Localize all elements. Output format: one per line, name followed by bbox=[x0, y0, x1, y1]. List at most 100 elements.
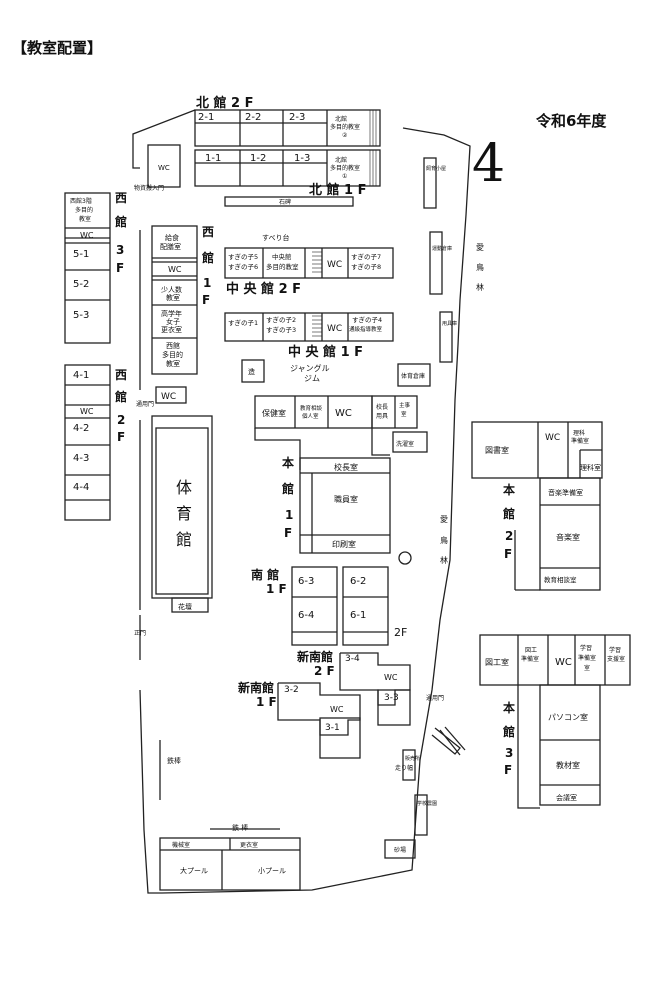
map-label: 教室 bbox=[166, 293, 180, 302]
west-building-3f bbox=[64, 192, 111, 344]
west-building-1f bbox=[151, 225, 198, 404]
central-building-2f bbox=[224, 247, 394, 279]
room-6-2: 6-2 bbox=[350, 576, 366, 587]
map-label: 理科 bbox=[573, 429, 585, 437]
room-6-4: 6-4 bbox=[298, 610, 314, 621]
room-5-3: 5-3 bbox=[73, 310, 89, 321]
map-label: 飼育小屋 bbox=[426, 165, 446, 172]
room-6-3: 6-3 bbox=[298, 576, 314, 587]
map-label: 体育倉庫 bbox=[401, 372, 425, 380]
room-2-1: 2-1 bbox=[198, 112, 214, 123]
map-label: 大プール bbox=[180, 866, 208, 875]
map-label: F bbox=[504, 547, 512, 561]
room-1-1: 1-1 bbox=[205, 153, 221, 164]
map-label: すぎの子7 bbox=[351, 252, 381, 261]
map-label: 1 F bbox=[266, 582, 287, 596]
north-building-1f bbox=[147, 144, 381, 207]
map-label: 理科室 bbox=[580, 463, 601, 472]
map-label: 砂場 bbox=[394, 846, 406, 854]
map-label: 室 bbox=[584, 664, 590, 672]
map-label: 多目的 bbox=[162, 350, 183, 359]
map-label: 1 F bbox=[256, 695, 277, 709]
map-label: 西館3階 bbox=[70, 197, 92, 205]
map-label: 高学年 bbox=[161, 309, 182, 318]
room-1-2: 1-2 bbox=[250, 153, 266, 164]
map-label: すぎの子5 bbox=[228, 252, 258, 261]
map-label: 3 bbox=[505, 746, 513, 760]
map-label: 愛 bbox=[440, 514, 448, 524]
map-label: 西 bbox=[115, 191, 127, 205]
north-multipurpose-2: 北館 bbox=[335, 115, 347, 123]
map-label: 2F bbox=[394, 626, 407, 639]
map-label: 鳥 bbox=[440, 535, 448, 545]
room-1-3: 1-3 bbox=[294, 153, 310, 164]
map-label: 洗濯室 bbox=[396, 440, 414, 448]
map-label: 機械室 bbox=[172, 841, 190, 849]
room-5-2: 5-2 bbox=[73, 279, 89, 290]
map-label: 林 bbox=[440, 555, 448, 565]
map-label: すぎの子4 bbox=[352, 315, 382, 324]
central-building-2f-label: 中 央 館 2 F bbox=[226, 281, 301, 297]
map-label: 林 bbox=[476, 282, 484, 292]
map-label: 西館 bbox=[166, 341, 180, 350]
map-label: 多目的教室 bbox=[266, 262, 299, 271]
map-label: 本 bbox=[503, 482, 515, 497]
central-building-1f bbox=[224, 312, 431, 387]
misc-features bbox=[139, 157, 466, 891]
map-label: 職員室 bbox=[334, 494, 358, 504]
map-label: 鉄棒 bbox=[167, 756, 181, 765]
map-label: 中央館 bbox=[272, 252, 292, 261]
map-label: WC bbox=[161, 392, 176, 402]
north-arrow-icon: 4 bbox=[472, 134, 506, 194]
room-4-2: 4-2 bbox=[73, 423, 89, 434]
map-label: F bbox=[116, 261, 124, 275]
map-label: 学習 bbox=[580, 644, 592, 652]
map-label: 2 bbox=[505, 529, 513, 543]
map-label: WC bbox=[545, 433, 560, 443]
map-label: すぎの子6 bbox=[228, 262, 258, 271]
map-label: WC bbox=[327, 324, 342, 334]
map-label: WC bbox=[80, 407, 94, 416]
map-label: 学習 bbox=[609, 646, 621, 654]
map-label: 南 館 bbox=[251, 567, 279, 582]
map-label: WC bbox=[327, 260, 342, 270]
new-south-building bbox=[277, 652, 411, 759]
room-2-3: 2-3 bbox=[289, 112, 305, 123]
map-label: 多目的教室 bbox=[330, 164, 360, 172]
room-4-1: 4-1 bbox=[73, 370, 89, 381]
map-label: 室 bbox=[401, 410, 407, 418]
map-label: 2 F bbox=[314, 664, 335, 678]
map-label: WC bbox=[335, 408, 352, 419]
map-label: 支援室 bbox=[607, 655, 625, 663]
map-label: 3 bbox=[116, 243, 124, 257]
map-label: 会議室 bbox=[556, 793, 577, 802]
map-label: 1 bbox=[285, 508, 293, 522]
map-label: F bbox=[117, 430, 125, 444]
map-label: 本 bbox=[282, 455, 294, 470]
map-label: 教材室 bbox=[556, 760, 580, 770]
north-building-2f-label: 北 館 2 F bbox=[196, 95, 254, 111]
map-label: F bbox=[202, 293, 210, 307]
map-label: 石碑 bbox=[279, 198, 291, 206]
map-label: 多目的教室 bbox=[330, 123, 360, 131]
map-label: 主事 bbox=[399, 401, 411, 409]
map-label: 教室 bbox=[166, 359, 180, 368]
north-multipurpose-1: 北館 bbox=[335, 156, 347, 164]
map-label: 館 bbox=[281, 481, 294, 496]
map-label: 3-3 bbox=[384, 693, 399, 703]
map-label: 走り幅 bbox=[395, 764, 413, 772]
map-label: 少人数 bbox=[161, 285, 182, 294]
map-label: 正門 bbox=[134, 630, 146, 637]
map-label: 教育相談室 bbox=[544, 575, 577, 584]
south-building bbox=[291, 566, 389, 646]
map-label: すべり台 bbox=[262, 233, 290, 242]
map-label: 3-4 bbox=[345, 654, 360, 664]
map-label: 準備室 bbox=[521, 655, 539, 663]
map-label: 学校農園 bbox=[417, 800, 437, 807]
page-title: 【教室配置】 bbox=[12, 39, 103, 57]
map-label: 館 bbox=[502, 724, 515, 739]
map-label: WC bbox=[80, 231, 94, 240]
map-label: 図工 bbox=[525, 647, 537, 654]
central-building-1f-label: 中 央 館 1 F bbox=[288, 344, 363, 360]
